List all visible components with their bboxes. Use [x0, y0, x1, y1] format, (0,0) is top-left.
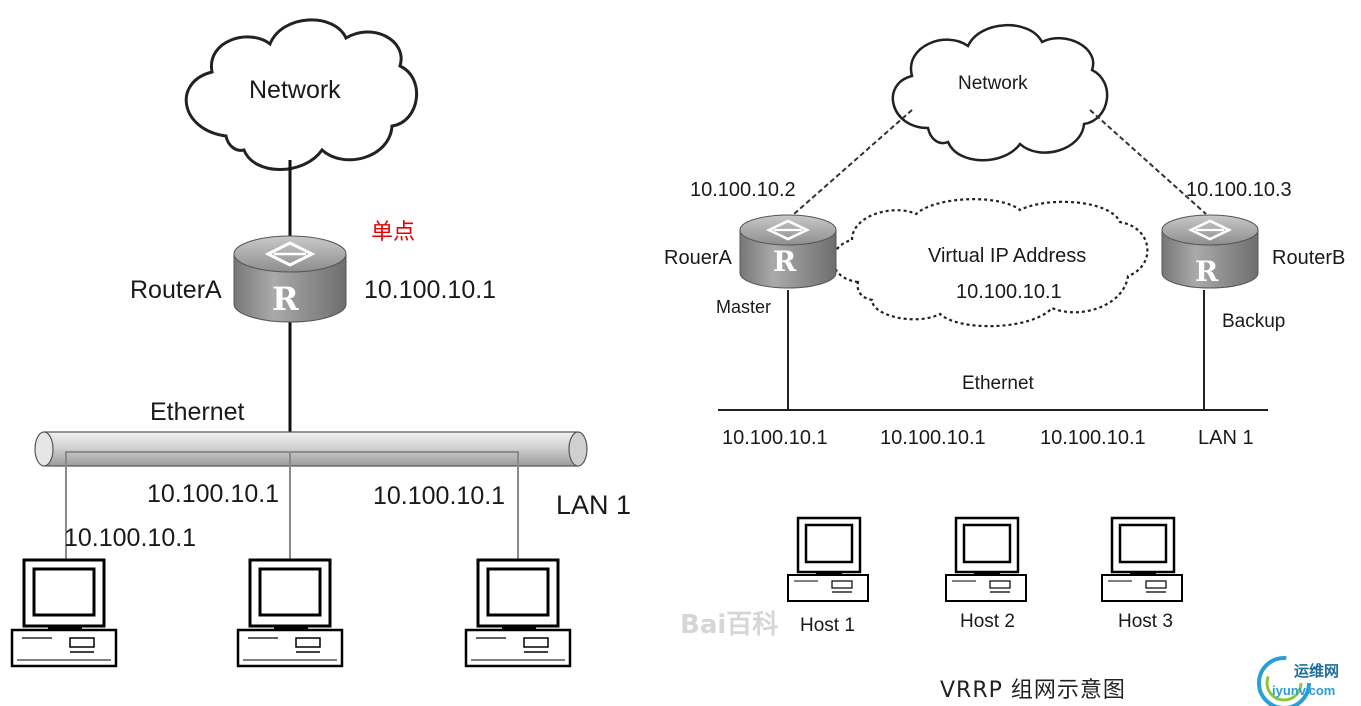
- right-network-cloud: [891, 23, 1109, 162]
- host-3-icon: [1100, 516, 1184, 603]
- router-b-glyph: R: [1195, 255, 1219, 288]
- diagram-caption: VRRP 组网示意图: [940, 678, 1126, 703]
- logo-cn-text: 运维网: [1294, 662, 1340, 680]
- right-host-1-ip: 10.100.10.1: [722, 427, 828, 449]
- iyunv-logo-icon: [1257, 656, 1311, 706]
- left-network-label: Network: [249, 76, 341, 104]
- right-host-2-ip: 10.100.10.1: [880, 427, 986, 449]
- left-host-1-ip: 10.100.10.1: [64, 524, 197, 552]
- virtual-ip-title: Virtual IP Address: [928, 245, 1087, 267]
- left-router-ip: 10.100.10.1: [364, 276, 497, 304]
- right-ethernet-label: Ethernet: [962, 373, 1034, 394]
- router-a-name: RouerA: [664, 247, 732, 269]
- right-lan-label: LAN 1: [1198, 427, 1254, 449]
- router-a-glyph: R: [773, 245, 797, 278]
- left-lan-label: LAN 1: [556, 490, 632, 520]
- right-host-3-ip: 10.100.10.1: [1040, 427, 1146, 449]
- left-drop-lines: [65, 451, 519, 560]
- left-ethernet-bus: [34, 431, 588, 467]
- host-3-label: Host 3: [1118, 611, 1173, 632]
- right-uplinks: [793, 109, 1207, 215]
- virtual-ip-value: 10.100.10.1: [956, 281, 1062, 303]
- left-host-2-icon: [236, 558, 344, 668]
- left-host-3-icon: [464, 558, 572, 668]
- left-host-2-ip: 10.100.10.1: [147, 480, 280, 508]
- router-a-ip: 10.100.10.2: [690, 179, 796, 201]
- single-point-note: 单点: [371, 220, 416, 245]
- router-b-role: Backup: [1222, 311, 1286, 332]
- router-b-name: RouterB: [1272, 247, 1346, 269]
- host-2-icon: [944, 516, 1028, 603]
- right-network-label: Network: [958, 73, 1028, 94]
- left-host-1-icon: [10, 558, 118, 668]
- left-network-cloud: [184, 18, 419, 171]
- host-2-label: Host 2: [960, 611, 1015, 632]
- virtual-ip-cloud: [832, 198, 1149, 328]
- host-1-icon: [786, 516, 870, 603]
- left-host-3-ip: 10.100.10.1: [373, 482, 506, 510]
- left-router-name: RouterA: [130, 276, 222, 304]
- left-router-glyph: R: [272, 280, 299, 318]
- router-a-role: Master: [716, 297, 772, 317]
- logo-en-text: iyunv.com: [1272, 683, 1336, 698]
- baike-watermark: Bai百科: [680, 610, 779, 640]
- right-bus: [718, 290, 1268, 411]
- left-ethernet-label: Ethernet: [150, 398, 245, 426]
- host-1-label: Host 1: [800, 615, 855, 636]
- router-b-ip: 10.100.10.3: [1186, 179, 1292, 201]
